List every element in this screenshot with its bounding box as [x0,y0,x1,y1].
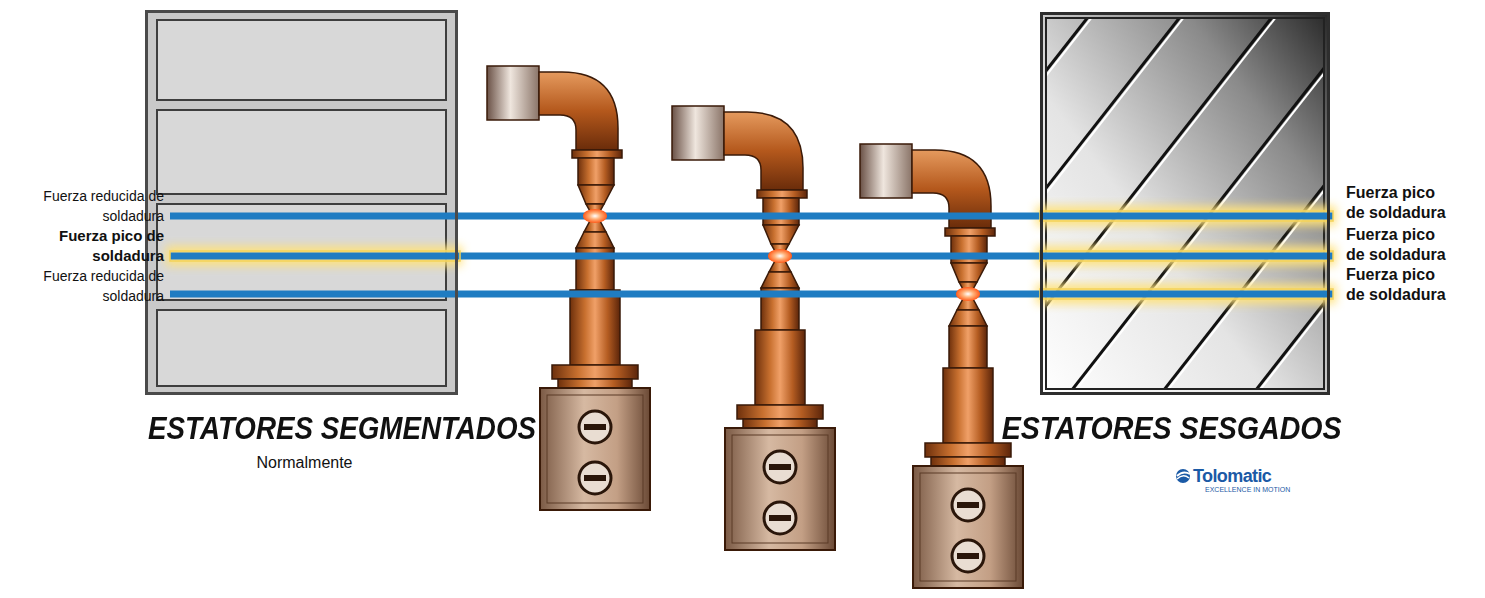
skew-line [1046,18,1276,389]
skew-highlight [1164,18,1324,389]
stator-heading: ESTATORES SEGMENTADOS [148,411,536,446]
skew-highlight [1046,18,1188,389]
segmented-stator-box: ESTATORES SEGMENTADOSNormalmente [145,10,458,395]
force-label: Fuerza pico de soldadura [1346,225,1456,265]
skew-line [1068,18,1324,389]
force-label: Fuerza reducida de soldadura [4,266,164,306]
stator-segments [157,20,446,386]
logo-mark [1176,469,1190,483]
force-line [170,216,1333,294]
peak-glow [166,206,1336,304]
segmented-stator [145,10,458,395]
brand-tagline: EXCELLENCE IN MOTION [1205,485,1295,494]
welding-gun [860,144,1023,588]
peak-outline [170,211,1333,299]
force-label: Fuerza reducida de soldadura [4,186,164,226]
brand-logo: Tolomatic [1193,465,1283,487]
skewed-stator [1040,12,1330,395]
stator-note: Normalmente [148,453,461,473]
skew-highlight [1072,18,1324,389]
welding-gun [672,106,835,550]
skewed-stator-inner [1046,18,1324,389]
stator-heading: ESTATORES SESGADOS [1002,411,1342,446]
skew-highlight [1046,18,1280,389]
skewed-stator-box: ESTATORES SESGADOS [1040,12,1330,395]
skew-lines [1046,18,1324,389]
skew-line [1046,18,1092,389]
force-label: Fuerza pico de soldadura [1346,265,1456,305]
force-label: Fuerza pico de soldadura [4,226,164,266]
skew-highlight [1046,18,1096,389]
skew-highlight [1256,18,1324,389]
force-label: Fuerza pico de soldadura [1346,183,1456,223]
weld-spot [583,209,980,301]
